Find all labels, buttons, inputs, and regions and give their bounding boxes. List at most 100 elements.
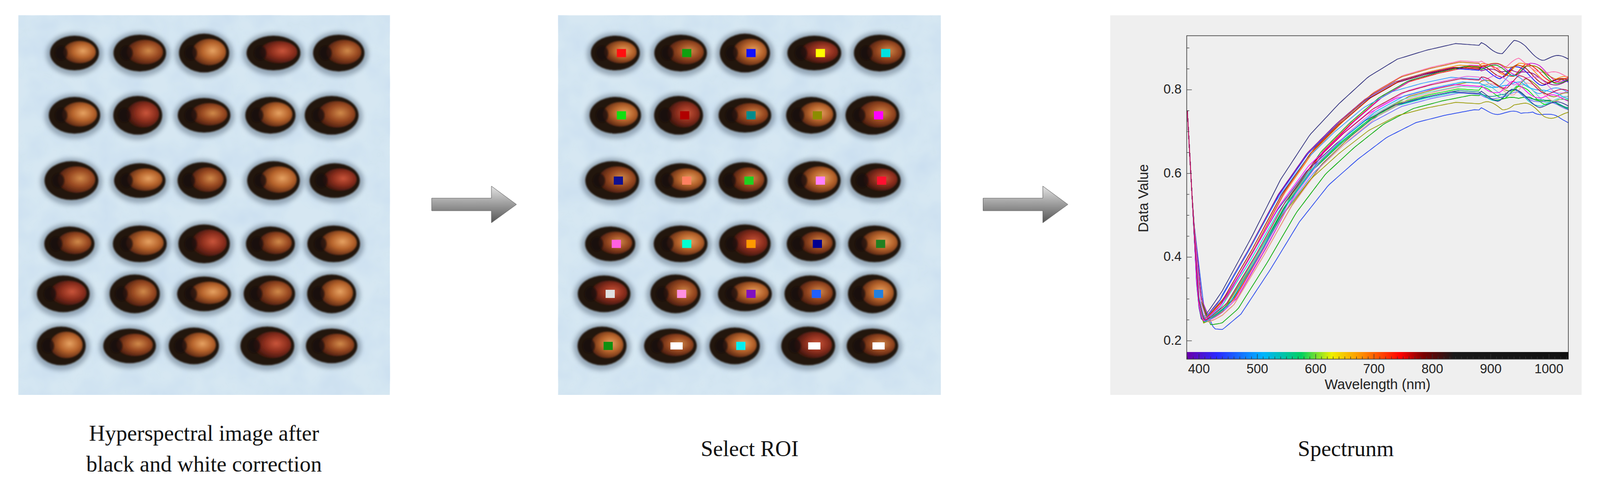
seed-shadow [172, 273, 236, 317]
seed [650, 159, 711, 203]
seed-coat [847, 225, 901, 263]
x-tick [1297, 356, 1299, 359]
seed [780, 272, 841, 318]
roi-marker [746, 111, 756, 120]
seed-coat [307, 225, 360, 263]
figure-panel: Select ROI [558, 15, 941, 464]
seed [849, 31, 910, 77]
x-tick [1256, 353, 1258, 359]
seed [783, 32, 846, 76]
seed-coat [168, 327, 219, 364]
seed [308, 31, 369, 77]
seed-coat [585, 160, 640, 200]
seed [649, 222, 712, 267]
sample-background [558, 15, 941, 395]
seed-embryo [725, 286, 738, 302]
seed-embryo [54, 45, 67, 61]
seed [242, 32, 305, 76]
seed-shadow [581, 158, 644, 205]
x-tick [1560, 356, 1561, 359]
seed-embryo [41, 338, 54, 354]
seed-embryo [120, 236, 133, 252]
seed-shadow [649, 92, 708, 140]
seed-embryo [110, 338, 123, 354]
x-tick-label: 500 [1246, 361, 1269, 377]
x-tick [1187, 356, 1188, 359]
spectral-curve [1187, 67, 1569, 319]
seed-embryo [650, 338, 663, 354]
seed-body [797, 280, 834, 305]
seed [241, 223, 300, 266]
plot-frame [1186, 35, 1569, 359]
roi-marker [811, 289, 821, 298]
axis-ticks [1186, 47, 1567, 359]
seed-shadow [846, 159, 905, 203]
seed-shadow [173, 158, 231, 204]
seed-coat [307, 274, 357, 313]
x-tick [1338, 356, 1340, 359]
seed-coat [781, 326, 836, 365]
seed [846, 159, 905, 203]
seed-coat [654, 95, 704, 135]
y-tick [1186, 89, 1192, 91]
seed-embryo [253, 173, 266, 188]
x-tick [1286, 356, 1287, 359]
roi-marker [812, 111, 822, 120]
seed-body [663, 279, 698, 306]
x-tick [1321, 356, 1322, 359]
seed-embryo [43, 286, 56, 302]
seed-shadow [173, 94, 235, 138]
seed-body [604, 40, 637, 64]
spectral-curve [1187, 82, 1569, 322]
seed-embryo [590, 236, 603, 252]
seed-coat [719, 33, 770, 73]
x-tick [1361, 356, 1363, 359]
seed [586, 32, 645, 76]
x-tick [1280, 356, 1282, 359]
spectral-curve [1187, 75, 1569, 320]
seed-shadow [714, 273, 777, 317]
seed-embryo [723, 173, 736, 188]
axis-title: Data Value [1136, 163, 1152, 232]
seed-body [122, 279, 157, 306]
seed-body [863, 168, 898, 191]
seed [44, 93, 105, 139]
seed [777, 323, 840, 371]
panel-caption: Select ROI [566, 433, 933, 464]
seed-embryo [788, 338, 801, 354]
roi-marker [611, 239, 622, 248]
panel-caption: Spectrunm [1129, 433, 1563, 464]
seed-coat [786, 226, 836, 262]
seed [174, 30, 234, 78]
seed-embryo [115, 286, 128, 302]
x-tick [1210, 356, 1211, 359]
x-tick [1292, 356, 1293, 359]
seed-shadow [777, 323, 840, 371]
x-tick [1467, 356, 1468, 359]
x-tick [1350, 356, 1351, 359]
x-tick [1268, 356, 1270, 359]
seed-shadow [44, 93, 105, 139]
seed-coat [709, 327, 760, 364]
seed-embryo [856, 173, 869, 188]
seed-shadow [305, 159, 364, 203]
seed [108, 222, 172, 267]
seed-body [602, 102, 638, 127]
seed-shadow [714, 221, 775, 268]
seed-coat [44, 226, 95, 262]
x-tick [1455, 356, 1456, 359]
seed-shadow [573, 323, 631, 371]
seed-embryo [120, 173, 133, 188]
x-tick [1303, 356, 1305, 359]
seed-shadow [109, 159, 170, 203]
y-tick-label: 0.6 [1163, 166, 1182, 181]
seed-coat [177, 161, 227, 199]
y-tick [1186, 194, 1190, 195]
seed [173, 158, 231, 204]
seed-embryo [319, 45, 332, 61]
seed-coat [788, 160, 841, 200]
seed [841, 92, 904, 140]
block-arrow [431, 185, 517, 223]
seed-body [182, 332, 216, 358]
